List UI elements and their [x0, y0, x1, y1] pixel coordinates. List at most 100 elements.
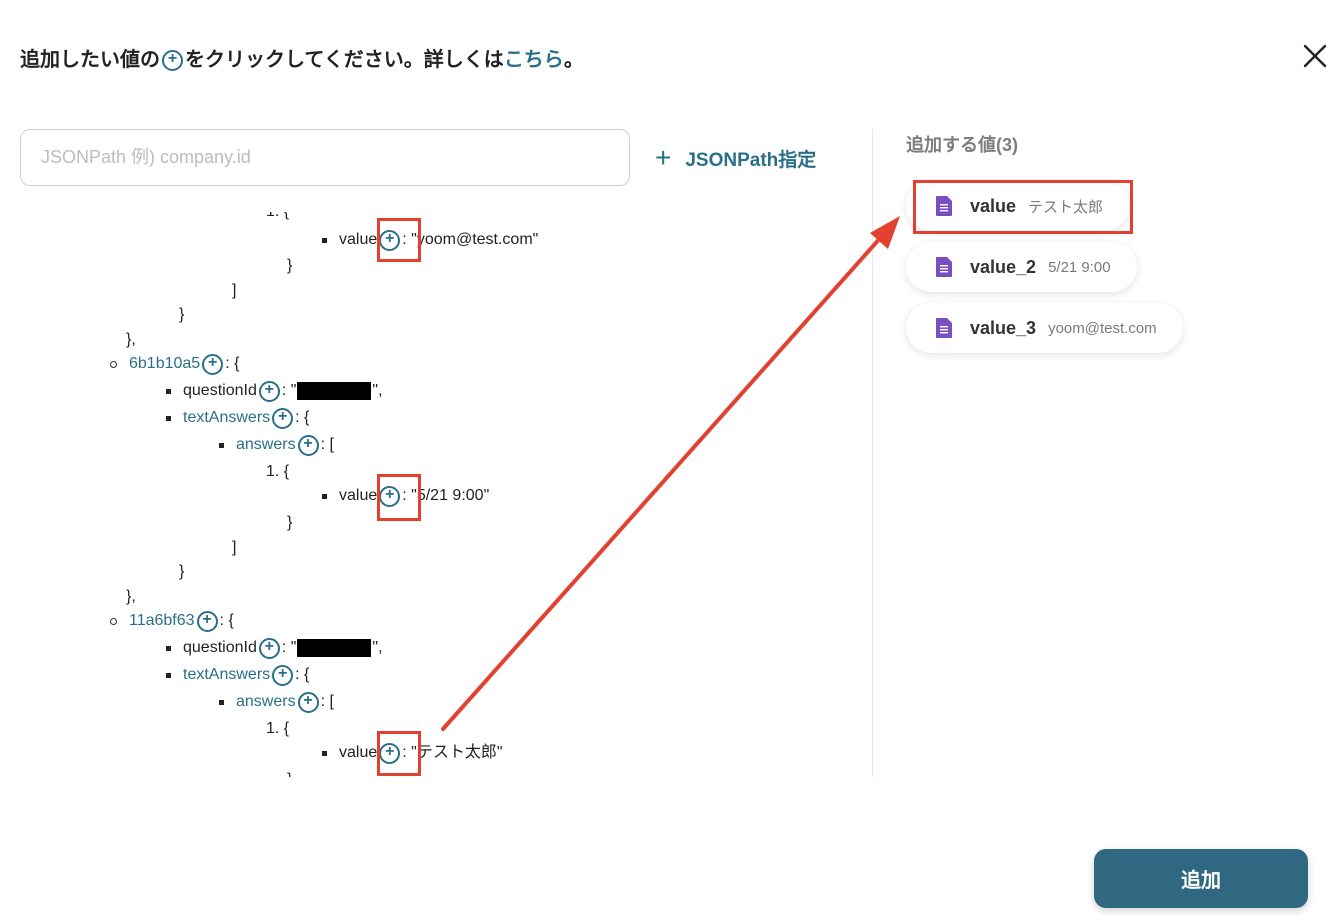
- jsonpath-specify-button[interactable]: + JSONPath指定: [655, 143, 816, 173]
- punct: ]: [232, 539, 237, 556]
- punct: : {: [295, 409, 310, 426]
- tree-row: }: [179, 303, 184, 327]
- value-key: value: [339, 231, 378, 248]
- bullet: [110, 617, 117, 625]
- tree-row-answers: answers : [: [219, 690, 334, 714]
- tree-row-text-answers: textAnswers : {: [166, 406, 309, 430]
- panel-divider: [872, 129, 873, 777]
- plus-circle-icon[interactable]: [272, 407, 294, 429]
- highlight-box: [377, 731, 421, 776]
- tree-row-answers: answers : [: [219, 433, 334, 457]
- tree-row: 1. {: [266, 212, 289, 224]
- punct: : ": [402, 744, 417, 761]
- jsonpath-specify-label: JSONPath指定: [685, 149, 817, 171]
- add-value-date-plus-icon[interactable]: [379, 485, 401, 507]
- chip-name: value_2: [970, 256, 1037, 277]
- tree-row: }: [287, 254, 292, 278]
- punct: : {: [295, 666, 310, 683]
- close-icon: [1303, 44, 1327, 68]
- punct: },: [126, 588, 136, 605]
- value-key: value: [339, 487, 378, 504]
- add-value-name-plus-icon[interactable]: [379, 742, 401, 764]
- json-tree[interactable]: 1. { value : " yoom@test.com " } ] } }, …: [20, 212, 840, 777]
- punct: ": [496, 744, 503, 761]
- text-answers-key[interactable]: textAnswers: [183, 409, 271, 426]
- text-answers-key[interactable]: textAnswers: [183, 666, 271, 683]
- bullet: [166, 672, 171, 678]
- tree-row-text-answers: textAnswers : {: [166, 663, 309, 687]
- punct: : {: [219, 612, 234, 629]
- tree-row: 1. {: [266, 460, 289, 484]
- bullet: [322, 237, 327, 243]
- tree-row: },: [126, 585, 136, 609]
- punct: ": [483, 487, 490, 504]
- add-value-email-plus-icon[interactable]: [379, 229, 401, 251]
- tree-row: 1. {: [266, 717, 289, 741]
- value-email: yoom@test.com: [416, 231, 533, 248]
- punct: }: [287, 257, 293, 274]
- bullet: [219, 442, 224, 448]
- form-doc-icon: [936, 257, 952, 277]
- tree-row: ]: [232, 536, 236, 560]
- tree-row: }: [287, 768, 292, 777]
- highlight-box: [377, 474, 421, 521]
- plus-circle-icon[interactable]: [297, 691, 319, 713]
- added-value-chip[interactable]: value_2 5/21 9:00: [906, 242, 1137, 292]
- highlight-box: [377, 218, 421, 262]
- punct: ",: [372, 639, 383, 656]
- plus-circle-icon[interactable]: [297, 434, 319, 456]
- list-open: 1. {: [266, 212, 289, 224]
- answers-key[interactable]: answers: [236, 436, 296, 453]
- bullet: [166, 388, 171, 394]
- added-value-chip[interactable]: value_3 yoom@test.com: [906, 303, 1183, 353]
- plus-circle-icon[interactable]: [202, 353, 224, 375]
- value-date: 5/21 9:00: [416, 487, 484, 504]
- added-values-title: 追加する値(3): [906, 135, 1018, 155]
- punct: },: [126, 331, 136, 348]
- punct: }: [287, 514, 293, 531]
- key-11a6bf63[interactable]: 11a6bf63: [129, 612, 195, 629]
- punct: }: [287, 768, 292, 777]
- punct: ": [532, 231, 539, 248]
- question-id-key: questionId: [183, 639, 257, 656]
- chip-value: テスト太郎: [1028, 198, 1104, 216]
- tree-row-6b1b10a5: 6b1b10a5 : {: [110, 352, 239, 376]
- bullet: [322, 493, 327, 499]
- instruction-text: 追加したい値の: [20, 49, 160, 71]
- form-doc-icon: [936, 196, 952, 216]
- list-open: 1. {: [266, 720, 290, 737]
- plus-circle-icon: [162, 49, 183, 71]
- bullet: [219, 699, 224, 705]
- chip-name: value_3: [970, 317, 1037, 338]
- plus-circle-icon[interactable]: [258, 637, 280, 659]
- tree-row: },: [126, 328, 136, 352]
- tree-row: ]: [232, 279, 236, 303]
- punct: ",: [372, 382, 383, 399]
- added-value-chip[interactable]: value テスト太郎: [906, 181, 1130, 231]
- punct: : ": [402, 231, 417, 248]
- tree-row-11a6bf63: 11a6bf63 : {: [110, 609, 234, 633]
- punct: : [: [320, 693, 334, 710]
- value-key: value: [339, 744, 378, 761]
- punct: : ": [281, 382, 297, 399]
- instruction-header: 追加したい値の をクリックしてください。詳しくは こちら 。: [20, 46, 584, 74]
- close-button[interactable]: [1301, 42, 1329, 70]
- instruction-text-2: をクリックしてください。詳しくは: [185, 49, 504, 71]
- punct: : [: [320, 436, 334, 453]
- list-open: 1. {: [266, 463, 290, 480]
- answers-key[interactable]: answers: [236, 693, 296, 710]
- tree-row: }: [179, 560, 184, 584]
- plus-circle-icon[interactable]: [196, 610, 218, 632]
- bullet: [166, 645, 171, 651]
- plus-icon: +: [655, 142, 672, 173]
- plus-circle-icon[interactable]: [272, 664, 294, 686]
- jsonpath-input[interactable]: [20, 129, 630, 186]
- add-button[interactable]: 追加: [1094, 849, 1308, 908]
- help-link[interactable]: こちら: [503, 49, 564, 71]
- plus-circle-icon[interactable]: [258, 380, 280, 402]
- punct: }: [179, 306, 185, 323]
- value-name: テスト太郎: [416, 744, 497, 761]
- instruction-end: 。: [563, 49, 584, 71]
- bullet: [322, 750, 327, 756]
- key-6b1b10a5[interactable]: 6b1b10a5: [129, 355, 201, 372]
